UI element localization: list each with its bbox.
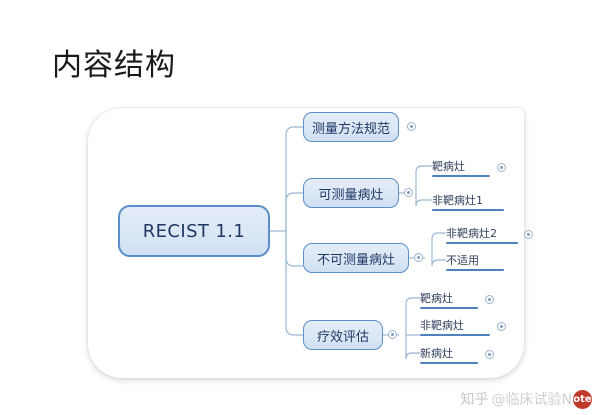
mindmap-leaf-not-applicable[interactable]: 不适用 [446, 252, 504, 271]
leaf-underline [420, 361, 478, 364]
watermark-badge: ote [573, 389, 592, 409]
collapse-circle-icon[interactable] [388, 330, 397, 339]
collapse-circle-icon[interactable] [497, 163, 506, 172]
leaf-label: 靶病灶 [432, 160, 465, 173]
mindmap-branch-measurable-lesion[interactable]: 可测量病灶 [303, 178, 399, 208]
mindmap-leaf-target-lesion-measurable[interactable]: 靶病灶 [432, 158, 490, 177]
collapse-circle-icon[interactable] [414, 253, 423, 262]
leaf-label: 非靶病灶1 [432, 194, 483, 207]
leaf-underline [446, 268, 504, 271]
mindmap-leaf-non-target-lesion-1[interactable]: 非靶病灶1 [432, 192, 504, 211]
mindmap-branch-response-evaluation[interactable]: 疗效评估 [303, 320, 383, 350]
leaf-label: 新病灶 [420, 347, 453, 360]
leaf-underline [432, 208, 504, 211]
collapse-circle-icon[interactable] [524, 230, 533, 239]
collapse-circle-icon[interactable] [485, 350, 494, 359]
mindmap-leaf-non-target-lesion-response[interactable]: 非靶病灶 [420, 317, 490, 336]
collapse-circle-icon[interactable] [485, 295, 494, 304]
leaf-underline [420, 333, 490, 336]
leaf-underline [432, 174, 490, 177]
mindmap-root-node[interactable]: RECIST 1.1 [118, 205, 270, 257]
leaf-label: 非靶病灶 [420, 319, 464, 332]
collapse-circle-icon[interactable] [404, 188, 413, 197]
watermark-site: 知乎 [460, 392, 489, 408]
leaf-label: 不适用 [446, 254, 479, 267]
watermark-handle: @临床试验N [491, 392, 572, 408]
mindmap-branch-non-measurable-lesion[interactable]: 不可测量病灶 [303, 243, 409, 273]
page-title: 内容结构 [52, 48, 176, 83]
leaf-label: 靶病灶 [420, 292, 453, 305]
mindmap-leaf-target-lesion-response[interactable]: 靶病灶 [420, 290, 478, 309]
mindmap-leaf-non-target-lesion-2[interactable]: 非靶病灶2 [446, 225, 518, 244]
watermark: 知乎 @临床试验N ote [461, 389, 592, 409]
leaf-underline [420, 306, 478, 309]
mindmap-leaf-new-lesion[interactable]: 新病灶 [420, 345, 478, 364]
collapse-circle-icon[interactable] [407, 122, 416, 131]
mindmap-branch-measurement-standard[interactable]: 测量方法规范 [303, 112, 399, 142]
leaf-label: 非靶病灶2 [446, 227, 497, 240]
leaf-underline [446, 241, 518, 244]
collapse-circle-icon[interactable] [497, 322, 506, 331]
